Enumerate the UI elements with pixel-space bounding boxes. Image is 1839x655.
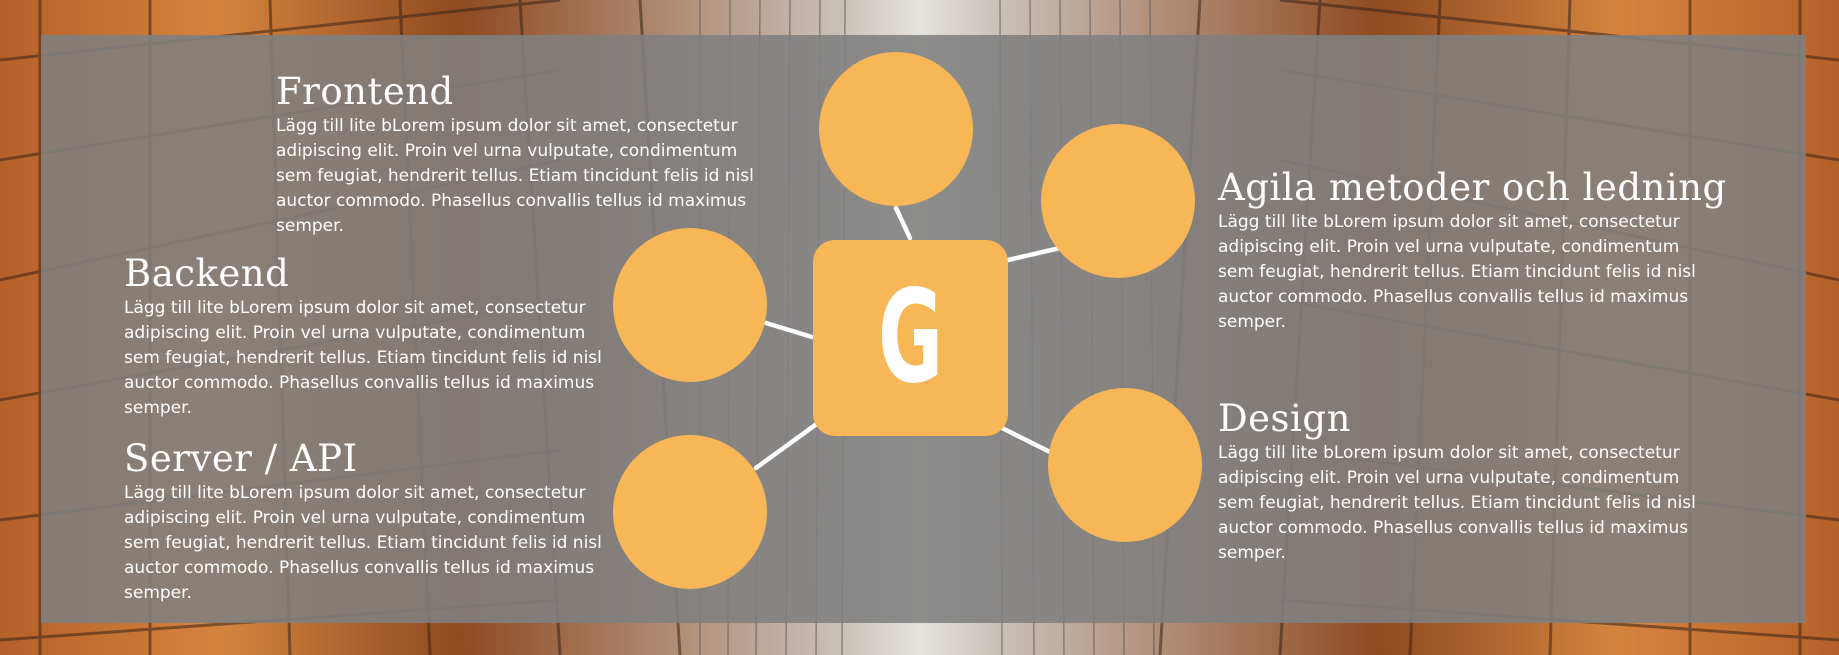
section-body: Lägg till lite bLorem ipsum dolor sit am… [124,483,602,603]
section-design: Design Lägg till lite bLorem ipsum dolor… [1218,397,1708,566]
section-title: Backend [124,252,290,295]
section-title: Agila metoder och ledning [1218,166,1727,209]
center-logo-letter: G [877,263,944,412]
connector-top [893,205,913,241]
section-body: Lägg till lite bLorem ipsum dolor sit am… [124,298,602,418]
connector-lower-left [753,420,821,471]
node-circle-upper-right [1041,124,1195,278]
section-backend: Backend Lägg till lite bLorem ipsum dolo… [124,252,614,421]
section-body: Lägg till lite bLorem ipsum dolor sit am… [1218,212,1696,332]
connector-upper-right [1005,245,1063,263]
connector-lower-right [997,424,1055,456]
section-title: Frontend [276,70,454,113]
node-circle-left [613,228,767,382]
node-circle-lower-right [1048,388,1202,542]
section-body: Lägg till lite bLorem ipsum dolor sit am… [276,116,754,236]
node-circle-top [819,52,973,206]
section-agile: Agila metoder och ledning Lägg till lite… [1218,166,1727,335]
section-server-api: Server / API Lägg till lite bLorem ipsum… [124,437,614,606]
section-title: Server / API [124,437,358,480]
connector-left [763,320,815,340]
section-title: Design [1218,397,1351,440]
node-circle-lower-left [613,435,767,589]
section-body: Lägg till lite bLorem ipsum dolor sit am… [1218,443,1696,563]
section-frontend: Frontend Lägg till lite bLorem ipsum dol… [276,70,766,239]
center-logo-box: G [813,240,1008,436]
